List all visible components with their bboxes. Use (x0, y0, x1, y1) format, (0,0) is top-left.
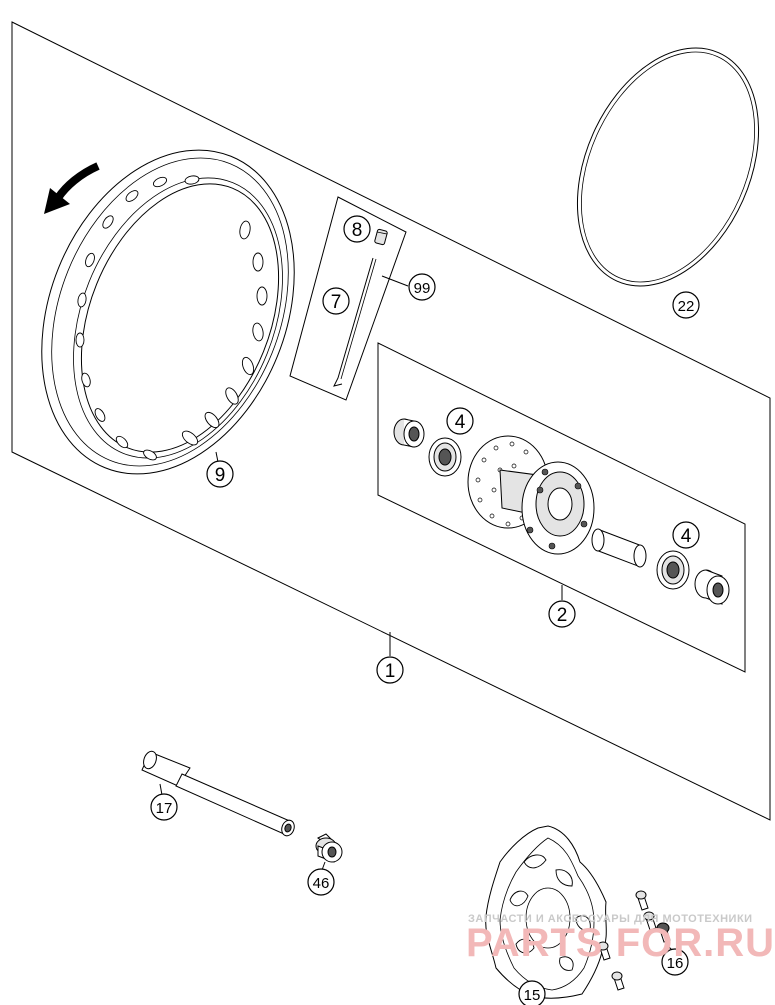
brake-disc (485, 825, 607, 999)
hub-spacer-left (393, 418, 425, 448)
callout-15: 15 (518, 980, 546, 1005)
svg-text:9: 9 (215, 465, 226, 486)
rim (41, 149, 295, 475)
wheel-bearing-right (656, 550, 690, 590)
callout-17: 17 (150, 793, 178, 821)
spoke-nipple (374, 228, 388, 246)
svg-text:7: 7 (331, 292, 342, 313)
spoke-kit-panel (289, 196, 407, 401)
svg-text:PARTS FOR.RU: PARTS FOR.RU (466, 921, 775, 965)
callout-1: 1 (376, 656, 404, 684)
callout-9: 9 (206, 460, 234, 488)
callout-7: 7 (322, 287, 350, 315)
spoke (333, 257, 377, 387)
brake-disc-bolts (597, 890, 671, 991)
wheel-bearing-left (428, 437, 462, 477)
svg-text:99: 99 (414, 280, 431, 297)
rotation-arrow-icon (44, 162, 100, 214)
hub-spacer-tube (591, 528, 647, 568)
svg-text:16: 16 (667, 955, 684, 972)
svg-text:46: 46 (313, 875, 330, 892)
svg-text:ЗАПЧАСТИ И АКСЕССУАРЫ ДЛЯ МОТО: ЗАПЧАСТИ И АКСЕССУАРЫ ДЛЯ МОТОТЕХНИКИ (468, 913, 753, 925)
callout-4-left: 4 (446, 407, 474, 435)
svg-text:22: 22 (678, 298, 695, 315)
svg-text:2: 2 (557, 605, 568, 626)
rim-band (576, 47, 760, 287)
callout-46: 46 (307, 868, 335, 896)
callout-99: 99 (408, 273, 436, 301)
callout-22: 22 (672, 291, 700, 319)
svg-text:17: 17 (156, 800, 173, 817)
callout-8: 8 (343, 215, 371, 243)
svg-text:4: 4 (681, 526, 692, 547)
leader-lines (159, 275, 673, 998)
hub-assembly-panel (377, 342, 746, 673)
svg-text:8: 8 (352, 220, 363, 241)
callout-16: 16 (661, 948, 689, 976)
svg-text:4: 4 (455, 412, 466, 433)
hub-body (467, 435, 595, 555)
callout-2: 2 (548, 600, 576, 628)
svg-text:1: 1 (385, 661, 396, 682)
svg-text:15: 15 (524, 987, 541, 1004)
axle-nut (315, 833, 343, 863)
callout-4-right: 4 (672, 521, 700, 549)
hub-spacer-right (694, 569, 730, 605)
watermark-logo: ЗАПЧАСТИ И АКСЕССУАРЫ ДЛЯ МОТОТЕХНИКИ PA… (466, 913, 775, 965)
wheel-assembly-panel (11, 21, 771, 821)
front-axle (141, 750, 295, 837)
